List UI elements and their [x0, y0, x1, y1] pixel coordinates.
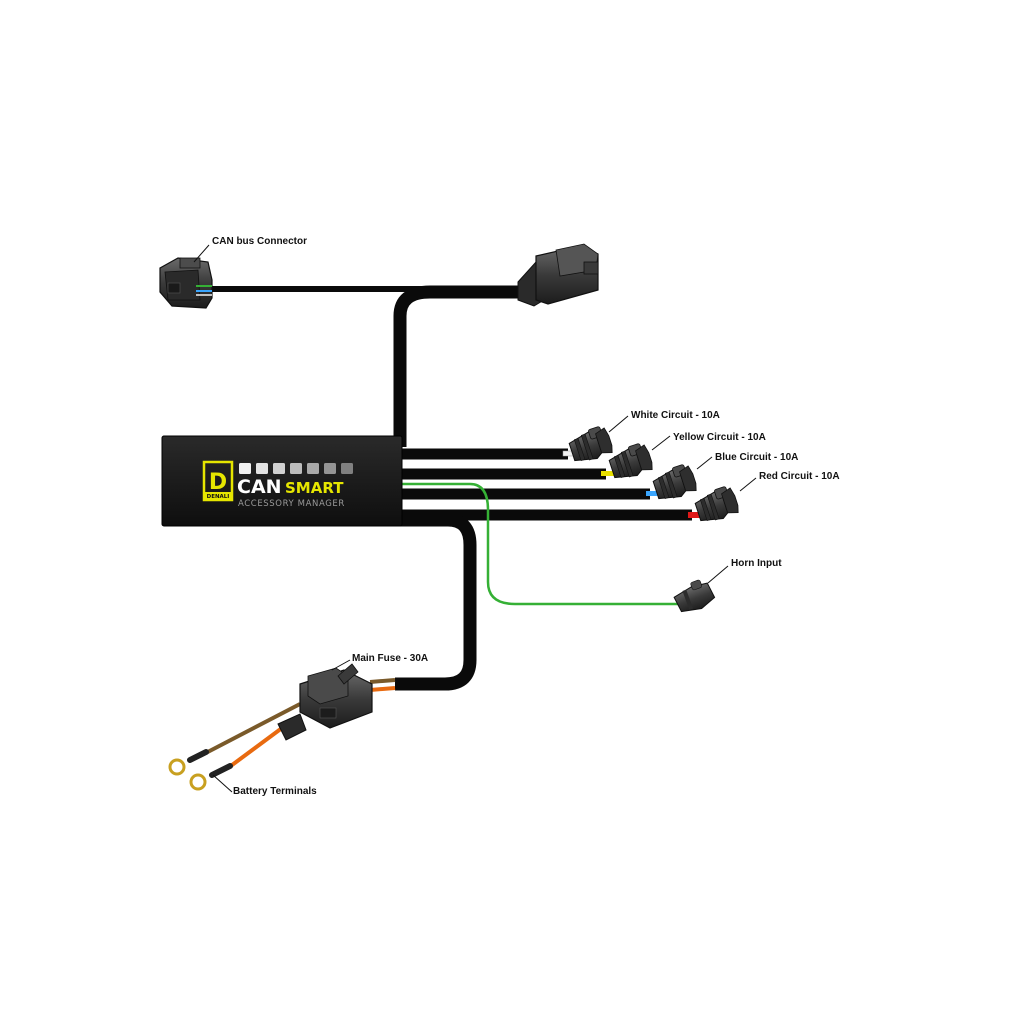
- main-fuse-label: Main Fuse - 30A: [352, 653, 428, 664]
- can-bus-leader: [193, 244, 210, 263]
- indicator-leds: [239, 463, 353, 474]
- indicator-led: [307, 463, 319, 474]
- blue-circuit-connector: Blue Circuit - 10A: [646, 452, 798, 504]
- white-circuit-label: White Circuit - 10A: [631, 410, 720, 421]
- yellow-circuit-label: Yellow Circuit - 10A: [673, 432, 766, 443]
- yellow-circuit-connector: Yellow Circuit - 10A: [601, 432, 766, 483]
- battery-terminals: Battery Terminals: [168, 749, 317, 797]
- denali-logo: D DENALI: [202, 460, 234, 502]
- can-bus-connector: CAN bus Connector: [159, 236, 307, 309]
- indicator-led: [341, 463, 353, 474]
- brand-subtitle: ACCESSORY MANAGER: [238, 499, 345, 509]
- horn-input-wire: [400, 482, 678, 606]
- 2-pin-connector-icon: [650, 461, 699, 504]
- brown-battery-wire: [199, 702, 301, 758]
- cansmart-module: D DENALI CAN SMART ACCESSORY MANAGER: [161, 435, 403, 527]
- ring-terminal-icon: [189, 763, 233, 791]
- brand-secondary: SMART: [285, 479, 344, 497]
- diagnostic-plug-icon: [517, 243, 599, 307]
- main-fuse: Main Fuse - 30A: [277, 653, 428, 741]
- white-circuit-connector: White Circuit - 10A: [562, 410, 720, 466]
- module-to-can-cable: [393, 285, 520, 447]
- indicator-led: [273, 463, 285, 474]
- indicator-led: [256, 463, 268, 474]
- 2-pin-connector-icon: [673, 579, 716, 613]
- 2-pin-connector-icon: [566, 423, 615, 466]
- battery-terminals-label: Battery Terminals: [233, 786, 317, 797]
- brand-primary: CAN: [237, 476, 282, 498]
- power-cable: [395, 513, 477, 691]
- horn-input-label: Horn Input: [731, 558, 782, 569]
- indicator-led: [239, 463, 251, 474]
- can-bus-label: CAN bus Connector: [212, 236, 307, 247]
- red-circuit-connector: Red Circuit - 10A: [688, 471, 840, 526]
- horn-input-connector: Horn Input: [673, 558, 782, 613]
- brown-wire: [369, 678, 396, 684]
- orange-wire: [369, 686, 396, 692]
- indicator-led: [324, 463, 336, 474]
- can-bus-connector-icon: [159, 257, 213, 309]
- ring-terminal-icon: [168, 749, 209, 776]
- indicator-led: [290, 463, 302, 474]
- logo-letter: D: [209, 470, 227, 495]
- orange-battery-wire: [226, 726, 284, 770]
- red-circuit-label: Red Circuit - 10A: [759, 471, 840, 482]
- logo-caption: DENALI: [207, 494, 230, 500]
- cable-harness: [199, 285, 692, 770]
- inline-fuse-holder-icon: [277, 663, 373, 741]
- 2-pin-connector-icon: [692, 483, 741, 526]
- 2-pin-connector-icon: [606, 440, 655, 483]
- blue-circuit-label: Blue Circuit - 10A: [715, 452, 798, 463]
